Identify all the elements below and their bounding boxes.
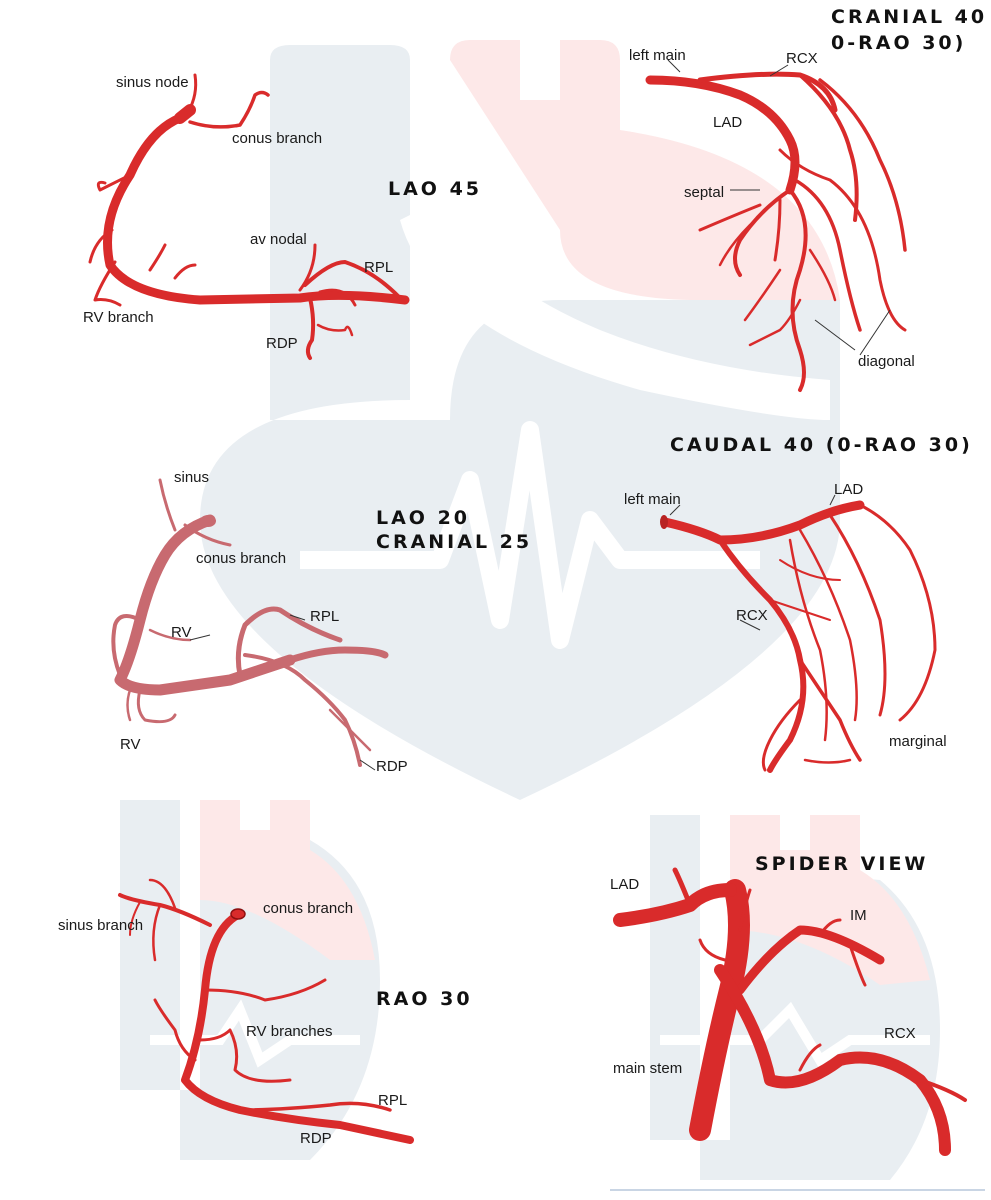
label-lad: LAD [713, 114, 743, 131]
heart-watermark-small-left-icon [120, 800, 380, 1160]
label-rdp-rao30: RDP [300, 1130, 332, 1147]
label-septal: septal [684, 184, 725, 201]
rao30-title: RAO 30 [376, 988, 473, 1010]
label-rv-branch: RV branch [83, 309, 154, 326]
label-leader-lines [189, 59, 891, 771]
label-lad-caudal: LAD [834, 481, 864, 498]
caudal40-vessel-tree [660, 500, 937, 773]
label-rcx-spider: RCX [884, 1025, 916, 1042]
lao20-title-line2: CRANIAL 25 [376, 531, 533, 553]
cranial40-title-line2: 0-RAO 30) [831, 32, 967, 54]
heart-watermark-icon [200, 40, 840, 800]
label-conus-branch: conus branch [232, 130, 323, 147]
rao30-ostium [230, 908, 246, 920]
spider-title: SPIDER VIEW [755, 853, 929, 875]
label-im: IM [850, 907, 867, 924]
heart-watermark-small-right-icon [650, 815, 940, 1180]
label-rv-upper: RV [171, 624, 192, 641]
label-conus-branch-lao20: conus branch [196, 550, 287, 567]
label-rv-lower: RV [120, 736, 141, 753]
label-sinus: sinus [174, 469, 210, 486]
lao20-title-line1: LAO 20 [376, 507, 471, 529]
cranial40-vessel-tree [645, 71, 907, 392]
label-left-main: left main [629, 47, 686, 64]
label-rcx: RCX [786, 50, 818, 67]
label-rcx-caudal: RCX [736, 607, 768, 624]
lao20-ostium [200, 515, 216, 527]
label-av-nodal: av nodal [250, 231, 307, 248]
label-rv-branches: RV branches [246, 1023, 333, 1040]
caudal40-ostium [660, 515, 668, 529]
label-sinus-branch: sinus branch [58, 917, 144, 934]
label-rpl-lao20: RPL [310, 608, 340, 625]
rao30-vessel-tree [118, 878, 414, 1144]
label-lad-spider: LAD [610, 876, 640, 893]
cranial40-title-line1: CRANIAL 40 [831, 6, 988, 28]
label-sinus-node: sinus node [116, 74, 189, 91]
label-rdp: RDP [266, 335, 298, 352]
caudal40-title: CAUDAL 40 (0-RAO 30) [670, 434, 973, 456]
label-diagonal: diagonal [858, 353, 915, 370]
label-main-stem: main stem [613, 1060, 683, 1077]
lao45-title: LAO 45 [388, 178, 483, 200]
label-rpl: RPL [364, 259, 394, 276]
label-conus-branch-rao30: conus branch [263, 900, 354, 917]
spider-vessel-tree [613, 867, 967, 1156]
label-rdp-lao20: RDP [376, 758, 408, 775]
label-rpl-rao30: RPL [378, 1092, 408, 1109]
lao45-vessel-tree [88, 73, 410, 360]
lao20-vessel-tree [111, 478, 389, 767]
label-left-main-caudal: left main [624, 491, 681, 508]
label-marginal: marginal [889, 733, 947, 750]
